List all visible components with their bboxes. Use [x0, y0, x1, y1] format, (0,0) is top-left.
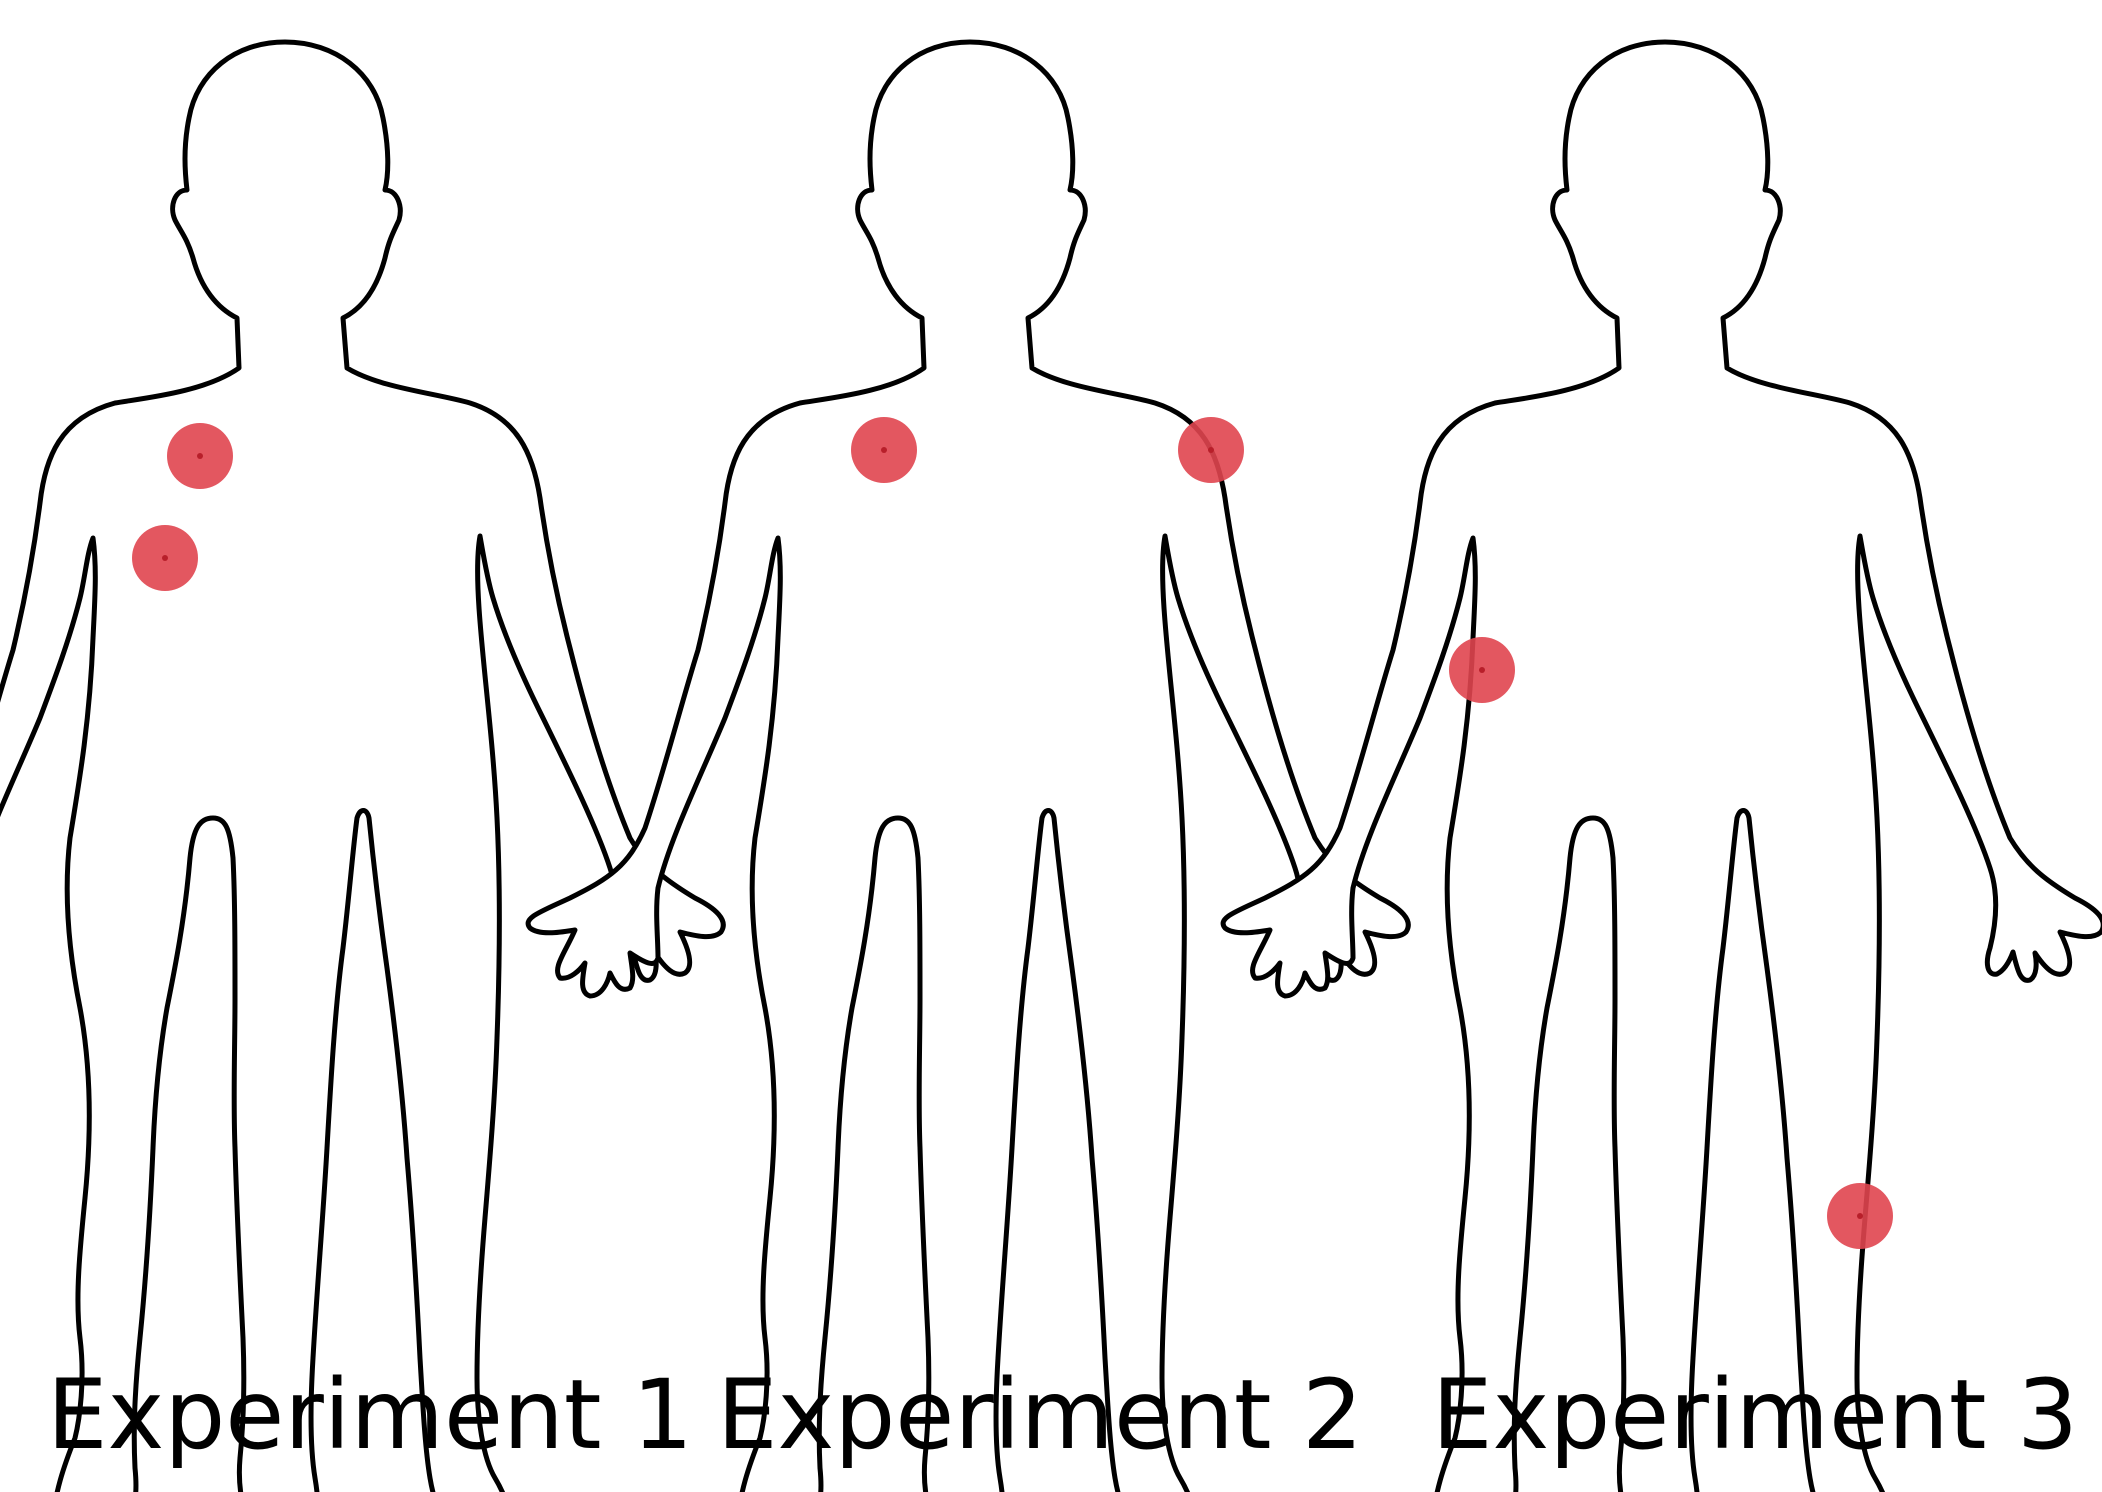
body-outline: [1223, 42, 2102, 1492]
figure-experiment-1: [0, 42, 723, 1492]
marker-experiment-2-right-upper-arm: [851, 417, 917, 483]
panel-label-experiment-3: Experiment 3: [1432, 1359, 2078, 1471]
figure-experiment-3: [1223, 42, 2102, 1492]
figure-experiment-2: [528, 42, 1408, 1492]
marker-experiment-3-left-ankle: [1827, 1183, 1893, 1249]
panel-label-experiment-2: Experiment 2: [717, 1359, 1363, 1471]
panel-label-experiment-1: Experiment 1: [47, 1359, 693, 1471]
body-outline: [528, 42, 1408, 1492]
marker-experiment-3-right-wrist: [1449, 637, 1515, 703]
marker-experiment-2-left-upper-arm: [1178, 417, 1244, 483]
marker-experiment-1-right-forearm: [132, 525, 198, 591]
marker-experiment-1-right-upper-arm: [167, 423, 233, 489]
body-outline: [0, 42, 723, 1492]
